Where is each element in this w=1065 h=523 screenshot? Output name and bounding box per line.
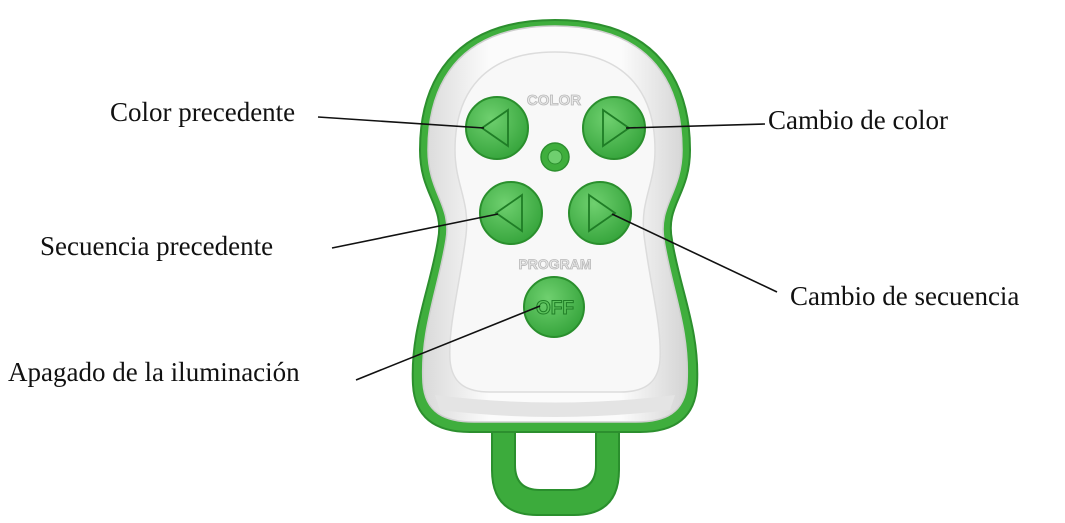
callout-previous-color: Color precedente	[110, 97, 295, 127]
callout-next-color: Cambio de color	[768, 105, 948, 135]
previous-sequence-button[interactable]	[480, 182, 542, 244]
next-sequence-button[interactable]	[569, 182, 631, 244]
callout-next-sequence: Cambio de secuencia	[790, 281, 1019, 311]
off-button-label: OFF	[536, 298, 574, 319]
callout-previous-sequence: Secuencia precedente	[40, 231, 273, 261]
color-section-label: COLOR	[527, 92, 581, 109]
indicator-led	[541, 143, 569, 171]
program-section-label: PROGRAM	[518, 256, 591, 272]
off-button[interactable]: OFF	[524, 277, 584, 337]
callout-lights-off: Apagado de la iluminación	[8, 357, 300, 387]
